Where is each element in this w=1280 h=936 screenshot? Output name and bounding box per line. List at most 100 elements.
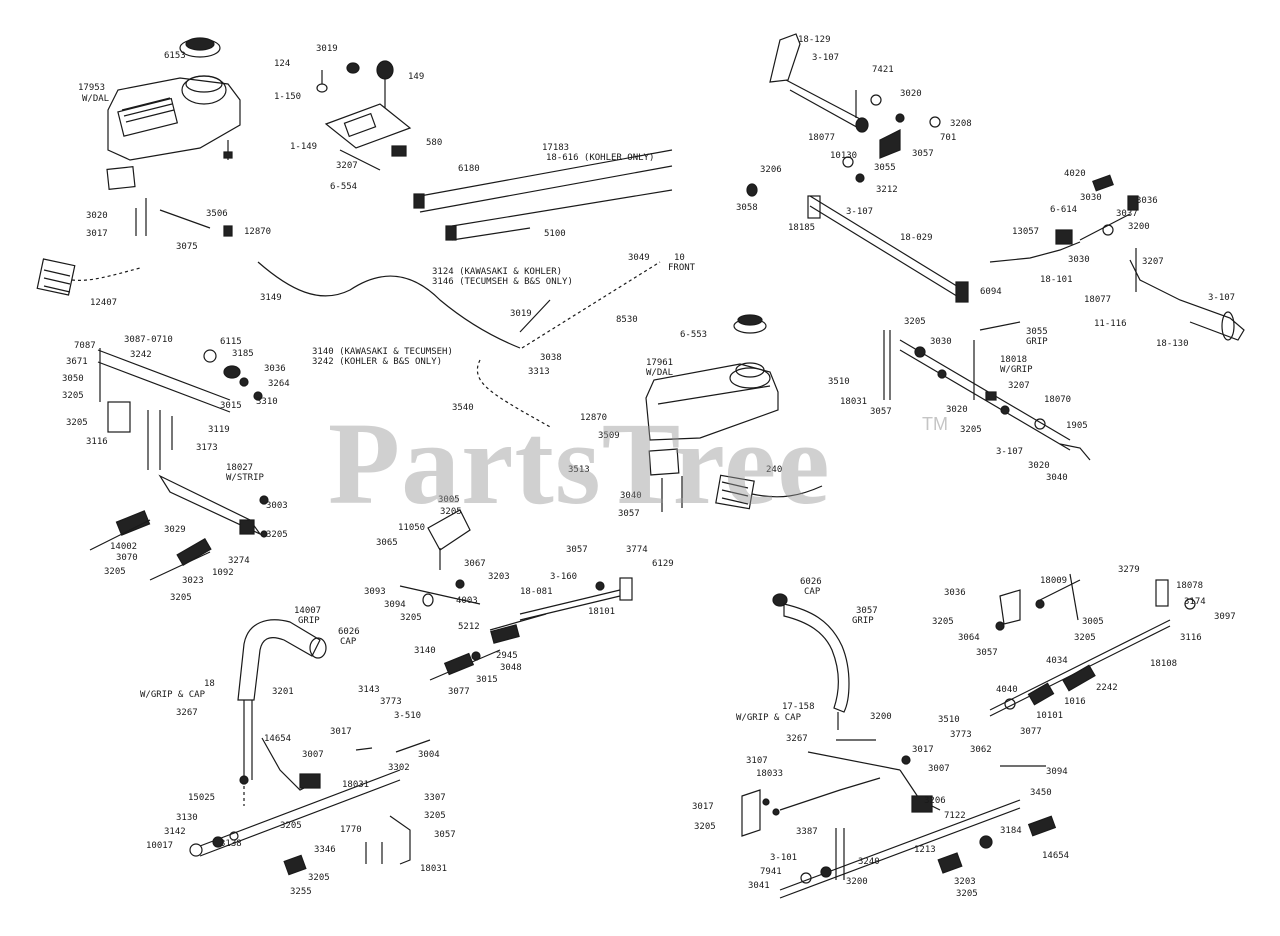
part-label: 3773 [950,730,972,740]
part-label: 6129 [652,559,674,569]
part-label: 3038 [540,353,562,363]
part-label: 3140 [414,646,436,656]
part-label: 15025 [188,793,215,803]
part-label: 17953 [78,83,105,93]
part-label: 18-029 [900,233,933,243]
part-label: 3-101 [770,853,797,863]
part-label: 7122 [944,811,966,821]
part-label: 3057 [976,648,998,658]
part-label: 3020 [86,211,108,221]
fuel-filter-left [36,258,141,296]
part-label: W/DAL [646,368,673,378]
part-label: 3019 [316,44,338,54]
part-label: 3029 [164,525,186,535]
part-label: 3004 [418,750,440,760]
part-label: 12407 [90,298,117,308]
part-label: 11050 [398,523,425,533]
part-label: 3205 [904,317,926,327]
part-label: 4003 [456,596,478,606]
part-label: 580 [426,138,442,148]
part-label: 3023 [182,576,204,586]
part-label: 3200 [870,712,892,722]
part-label: 3030 [1080,193,1102,203]
part-label: 1-150 [274,92,301,102]
part-label: 3050 [62,374,84,384]
callout-labels: 6153 3019 124 17953 W/DAL 149 1-150 1-14… [62,35,1236,899]
part-label: 17-158 [782,702,815,712]
part-label: 4034 [1046,656,1068,666]
throttle-cable [257,261,661,429]
part-label: 18 [204,679,215,689]
part-label: 3030 [930,337,952,347]
part-label: 3036 [1136,196,1158,206]
part-label: 18033 [756,769,783,779]
part-label: 18-130 [1156,339,1189,349]
part-label: CAP [804,587,821,597]
part-label: 3067 [464,559,486,569]
part-label: 3037 [1116,209,1138,219]
part-label: 3205 [170,593,192,603]
part-label: 3119 [208,425,230,435]
part-label: 3205 [960,425,982,435]
part-label: 3255 [290,887,312,897]
part-label: 3267 [786,734,808,744]
part-label: 3015 [476,675,498,685]
part-label: 3007 [302,750,324,760]
part-label: 13057 [1012,227,1039,237]
part-label: 18018 [1000,355,1027,365]
part-label: 3057 [618,509,640,519]
part-label: 3205 [694,822,716,832]
part-label: 3346 [314,845,336,855]
part-label: 3310 [256,397,278,407]
grip-lever-right [741,593,1057,899]
part-label: 3015 [220,401,242,411]
part-label: 6115 [220,337,242,347]
part-label: 3205 [308,873,330,883]
part-label: 3062 [970,745,992,755]
part-label: 1-149 [290,142,317,152]
part-label: 124 [274,59,290,69]
part-label: 3773 [380,697,402,707]
part-label: 3208 [950,119,972,129]
part-label: 3313 [528,367,550,377]
part-label: 5100 [544,229,566,239]
part-label: 3130 [176,813,198,823]
part-label: 18185 [788,223,815,233]
part-label: 3206 [760,165,782,175]
part-label: 3048 [500,663,522,673]
part-label: 3510 [828,377,850,387]
part-label: 14007 [294,606,321,616]
part-label: 3184 [1000,826,1022,836]
part-label: W/STRIP [226,473,265,483]
part-label: 3036 [944,588,966,598]
link-rod-lower-right [989,573,1196,717]
part-label: 3-107 [996,447,1023,457]
part-label: 3065 [376,538,398,548]
part-label: 3274 [228,556,250,566]
part-label: 18031 [420,864,447,874]
part-label: 1213 [914,845,936,855]
part-label: GRIP [298,616,320,626]
part-label: 3207 [1008,381,1030,391]
part-label: 3205 [400,613,422,623]
part-label: 3387 [796,827,818,837]
part-label: 6180 [458,164,480,174]
part-label: 3185 [232,349,254,359]
part-label: 3030 [1068,255,1090,265]
part-label: 3057 [434,830,456,840]
part-label: 18-101 [1040,275,1073,285]
part-label: 3173 [196,443,218,453]
part-label: 3205 [266,530,288,540]
part-label: 18077 [1084,295,1111,305]
part-label: 3116 [1180,633,1202,643]
part-label: 3205 [66,418,88,428]
part-label: 3017 [86,229,108,239]
part-label: 3540 [452,403,474,413]
part-label: W/GRIP & CAP [736,713,802,723]
part-label: 3212 [876,185,898,195]
part-label: 18108 [1150,659,1177,669]
part-label: 3017 [330,727,352,737]
part-label: 3087-0710 [124,335,173,345]
part-label: 11-116 [1094,319,1127,329]
part-label: 3007 [928,764,950,774]
